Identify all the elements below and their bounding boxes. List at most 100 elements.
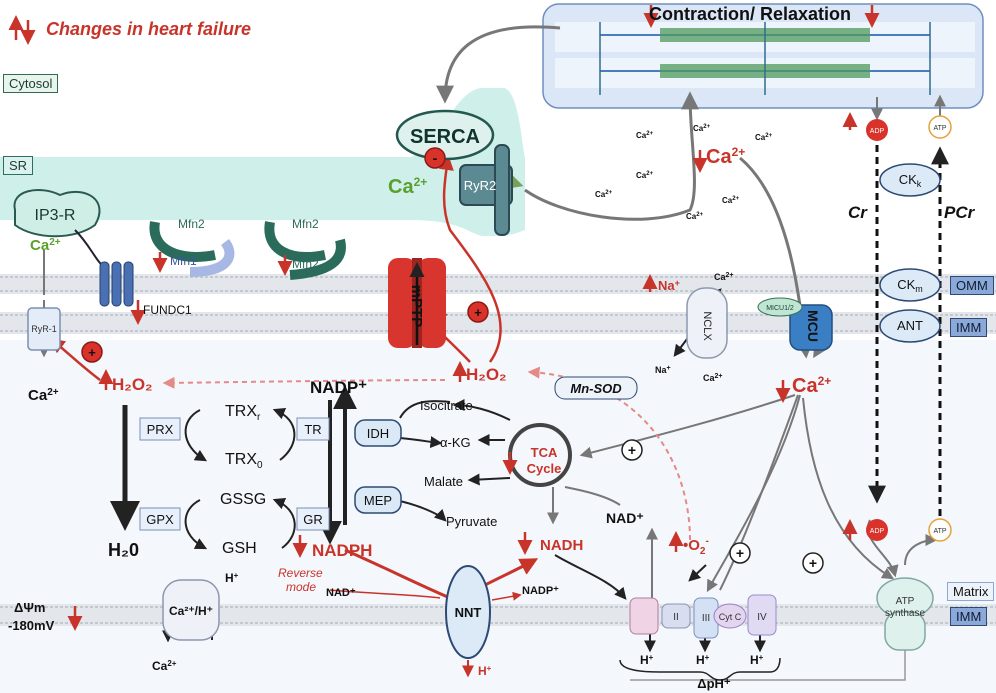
nclx-exchanger: [686, 287, 728, 359]
ryr1-channel: [27, 307, 61, 351]
adp-matrix: [866, 519, 888, 541]
svg-text:Ca2+: Ca2+: [636, 131, 654, 140]
svg-text:H+: H+: [225, 571, 239, 585]
micu-label: MICU1/2: [766, 305, 794, 312]
omm-tag: OMM: [950, 276, 994, 295]
na-matrix-label: Na+: [655, 365, 671, 375]
nadh-label: NADH: [540, 537, 583, 554]
ca-cytosol-label: Ca2+: [706, 145, 745, 168]
mfn2-label-b: Mfn2: [292, 217, 319, 231]
tca-label-1: TCA: [531, 445, 558, 460]
cytosol-tag: Cytosol: [3, 74, 59, 93]
reverse-mode-label-2: mode: [286, 580, 316, 594]
idh-label: IDH: [367, 426, 389, 441]
svg-text:Ca2+: Ca2+: [595, 190, 613, 199]
complex-iv-label: IV: [757, 612, 767, 623]
svg-text:Ca2+: Ca2+: [636, 171, 654, 180]
trxo-label: TRX0: [225, 451, 263, 471]
ca-ip3r-label: Ca2+: [30, 237, 61, 254]
pyruvate-label: Pyruvate: [446, 514, 497, 529]
mfn2-label-a: Mfn2: [178, 217, 205, 231]
h2o-label: H₂0: [108, 540, 139, 560]
ip3-receptor: [13, 189, 101, 238]
nad-matrix-label: NAD⁺: [606, 510, 644, 526]
ryr2-label: RyR2: [464, 178, 497, 193]
membrane-potential-symbol: ΔΨm: [14, 600, 45, 615]
svg-text:H+: H+: [696, 653, 710, 667]
ck-m-enzyme: [879, 268, 941, 302]
svg-text:+: +: [88, 345, 96, 360]
matrix-tag: Matrix: [947, 582, 995, 601]
cytc-label: Cyt C: [719, 612, 742, 622]
nadph-label: NADPH: [312, 541, 372, 560]
change-arrows: [8, 5, 880, 631]
imm-tag-bottom: IMM: [950, 607, 988, 626]
svg-text:Ca2+: Ca2+: [686, 212, 704, 221]
svg-text:+: +: [736, 545, 744, 561]
proton-labels: H+ H+ H+ H+ H+: [225, 571, 764, 678]
ryr1-label: RyR-1: [31, 324, 57, 334]
svg-text:H+: H+: [478, 664, 492, 678]
h2o2-right-label: H₂O₂: [466, 365, 507, 384]
ca-h-exchanger: [162, 579, 220, 641]
prx-label: PRX: [147, 422, 174, 437]
atp-synthase-label-2: synthase: [885, 608, 925, 619]
gssg-label: GSSG: [220, 491, 266, 508]
isocitrate-label: Isocitrate: [420, 398, 473, 413]
svg-text:Ca2+: Ca2+: [722, 196, 740, 205]
nadp-nnt-label: NADP⁺: [522, 585, 559, 597]
fundc1-label: FUNDC1: [143, 303, 192, 317]
mep-label: MEP: [364, 493, 392, 508]
adp-cytosol: [866, 119, 888, 141]
mptp-label: mPTP: [408, 285, 425, 328]
activation-badge-ryr1: +: [81, 341, 103, 363]
pcr-label: PCr: [944, 203, 976, 222]
gsh-label: GSH: [222, 540, 257, 557]
plus-badge-etc: +: [729, 542, 751, 564]
serca-label: SERCA: [410, 126, 480, 148]
ant-label: ANT: [897, 318, 923, 333]
svg-text:+: +: [809, 555, 817, 571]
sarcoplasmic-reticulum: [0, 88, 525, 236]
ip3r-label: IP3-R: [35, 207, 76, 224]
cr-label: Cr: [848, 203, 868, 222]
adp-cytosol-label: ADP: [870, 128, 885, 135]
trxr-label: TRXr: [225, 403, 261, 423]
inner-mito-membrane-bottom: [0, 604, 996, 626]
ca-ryr1-label: Ca2+: [28, 387, 59, 404]
atp-cytosol: [928, 115, 952, 139]
sarcomere-title: Contraction/ Relaxation: [649, 4, 851, 24]
ca-nclx-out: Ca2+: [714, 272, 734, 282]
gr-label: GR: [303, 512, 323, 527]
tca-label-2: Cycle: [527, 461, 562, 476]
imm-tag-top: IMM: [950, 318, 988, 337]
h2o2-left-label: H₂O₂: [112, 375, 153, 394]
gpx-label: GPX: [146, 512, 174, 527]
complex-iii-label: III: [702, 613, 710, 624]
svg-text:H+: H+: [750, 653, 764, 667]
svg-text:+: +: [628, 442, 636, 458]
nadp-label: NADP⁺: [310, 378, 367, 397]
delta-ph-label: ΔpH⁺: [697, 676, 731, 691]
nad-nnt-label: NAD⁺: [326, 587, 356, 599]
svg-text:-: -: [433, 150, 438, 166]
plus-badge-atp-synthase: +: [802, 552, 824, 574]
tr-label: TR: [304, 422, 321, 437]
nclx-label: NCLX: [701, 311, 713, 341]
ca-nclx-in: Ca2+: [703, 373, 723, 383]
svg-text:Ca2+: Ca2+: [693, 124, 711, 133]
inhibition-badge-serca: -: [424, 147, 446, 169]
activation-badge-mptp: +: [467, 301, 489, 323]
sarcomere: [542, 3, 984, 109]
nnt-transhydrogenase: [445, 565, 491, 659]
ca-matrix-label: Ca2+: [792, 374, 831, 397]
outer-mito-membrane: [0, 274, 996, 294]
ck-k-label: CKk: [899, 172, 922, 189]
atp-cytosol-label: ATP: [933, 125, 946, 132]
ca-h-exchanger-label: Ca²⁺/H⁺: [169, 604, 213, 618]
legend-label: Changes in heart failure: [46, 19, 251, 39]
complex-ii-label: II: [673, 612, 679, 623]
adp-matrix-label: ADP: [870, 528, 885, 535]
